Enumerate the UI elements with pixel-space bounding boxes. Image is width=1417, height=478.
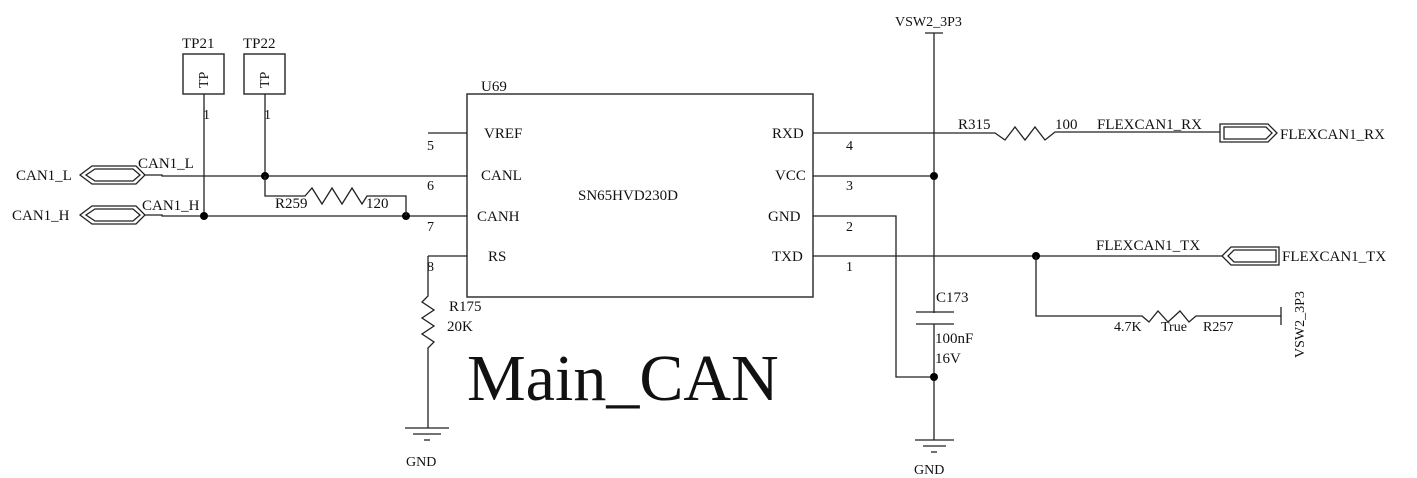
port-tx-outer bbox=[1221, 246, 1280, 266]
tp22-ref: TP22 bbox=[243, 36, 276, 52]
port-can1-h-label: CAN1_H bbox=[12, 208, 70, 224]
resistor-r315[interactable]: R315 100 bbox=[813, 117, 1220, 142]
power-vsw2-3p3-top: VSW2_3P3 bbox=[895, 15, 962, 440]
ic-part: SN65HVD230D bbox=[578, 188, 678, 204]
port-tx-inner bbox=[1227, 249, 1277, 263]
resistor-r257[interactable]: 4.7K True R257 bbox=[1035, 256, 1281, 335]
r257-body bbox=[1035, 256, 1281, 323]
sheet-title: Main_CAN bbox=[467, 342, 779, 415]
r315-ref: R315 bbox=[958, 117, 991, 133]
port-flexcan1-rx[interactable]: FLEXCAN1_RX bbox=[1219, 123, 1385, 143]
pin-num-3: 3 bbox=[846, 179, 853, 194]
r175-body bbox=[420, 256, 436, 428]
ic-ref: U69 bbox=[481, 79, 507, 95]
port-can1-h-inner bbox=[84, 208, 141, 222]
port-rx-outer bbox=[1219, 123, 1278, 143]
net-label-can1-h: CAN1_H bbox=[142, 198, 200, 214]
port-rx-label: FLEXCAN1_RX bbox=[1280, 127, 1385, 143]
pin-num-2: 2 bbox=[846, 220, 853, 235]
port-rx-inner bbox=[1223, 126, 1273, 140]
capacitor-c173[interactable]: C173 100nF 16V bbox=[916, 290, 973, 367]
tp21-ref: TP21 bbox=[182, 36, 215, 52]
pin-name-canl: CANL bbox=[481, 168, 522, 184]
pin-num-4: 4 bbox=[846, 139, 853, 154]
gnd-symbol-left: GND bbox=[405, 427, 449, 470]
power-vsw2-3p3-right: VSW2_3P3 bbox=[1280, 291, 1308, 358]
ic-u69[interactable]: U69 SN65HVD230D VREF CANL CANH RS 5 6 7 … bbox=[427, 79, 853, 298]
net-label-flexcan1-tx: FLEXCAN1_TX bbox=[1096, 238, 1200, 254]
r257-extra: True bbox=[1161, 320, 1187, 335]
r315-value: 100 bbox=[1055, 117, 1078, 133]
pin-num-1: 1 bbox=[846, 260, 853, 275]
r259-value: 120 bbox=[366, 196, 389, 212]
r175-ref: R175 bbox=[449, 299, 482, 315]
pin-name-vcc: VCC bbox=[775, 168, 806, 184]
r175-value: 20K bbox=[447, 319, 473, 335]
tp21-pin: 1 bbox=[203, 108, 210, 123]
junction-canh-tp bbox=[200, 212, 208, 220]
wire-canl bbox=[145, 174, 467, 177]
resistor-r175[interactable]: R175 20K bbox=[420, 256, 482, 428]
junction-vcc bbox=[930, 172, 938, 180]
tp22-pin: 1 bbox=[264, 108, 271, 123]
c173-voltage: 16V bbox=[935, 351, 961, 367]
net-label-flexcan1-rx: FLEXCAN1_RX bbox=[1097, 117, 1202, 133]
tp22-label: TP bbox=[258, 71, 273, 88]
port-can1-l[interactable]: CAN1_L bbox=[16, 165, 146, 185]
pin-name-vref: VREF bbox=[484, 126, 522, 142]
pin-name-rs: RS bbox=[488, 249, 506, 265]
vcc-right-label: VSW2_3P3 bbox=[1293, 291, 1308, 358]
r257-value: 4.7K bbox=[1114, 320, 1142, 335]
pin-name-canh: CANH bbox=[477, 209, 520, 225]
pin-name-gnd: GND bbox=[768, 209, 801, 225]
ic-body bbox=[466, 93, 814, 298]
r315-body bbox=[813, 125, 1220, 142]
pin-num-7: 7 bbox=[427, 220, 434, 235]
vcc-top-label: VSW2_3P3 bbox=[895, 15, 962, 30]
wire-gnd bbox=[813, 215, 934, 378]
r259-body bbox=[264, 176, 407, 216]
gnd-right-label: GND bbox=[914, 463, 944, 478]
pin-name-rxd: RXD bbox=[772, 126, 804, 142]
pin-num-8: 8 bbox=[427, 260, 434, 275]
net-label-can1-l: CAN1_L bbox=[138, 156, 194, 172]
cap-gap bbox=[926, 313, 942, 324]
port-can1-l-label: CAN1_L bbox=[16, 168, 72, 184]
pin-num-5: 5 bbox=[427, 139, 434, 154]
r257-ref: R257 bbox=[1203, 320, 1233, 335]
port-can1-l-inner bbox=[84, 168, 141, 182]
pin-num-6: 6 bbox=[427, 179, 434, 194]
c173-ref: C173 bbox=[936, 290, 969, 306]
port-tx-label: FLEXCAN1_TX bbox=[1282, 249, 1386, 265]
tp21-label: TP bbox=[197, 71, 212, 88]
gnd-left-label: GND bbox=[406, 455, 436, 470]
gnd-symbol-right: GND bbox=[914, 439, 954, 478]
resistor-r259[interactable]: R259 120 bbox=[264, 176, 407, 216]
port-can1-h[interactable]: CAN1_H bbox=[12, 205, 146, 225]
wire-canh bbox=[145, 214, 467, 217]
r259-ref: R259 bbox=[275, 196, 308, 212]
c173-value: 100nF bbox=[935, 331, 973, 347]
pin-name-txd: TXD bbox=[772, 249, 803, 265]
test-point-tp22[interactable]: TP22 TP 1 bbox=[243, 36, 286, 175]
port-flexcan1-tx[interactable]: FLEXCAN1_TX bbox=[1221, 246, 1386, 266]
junction-gnd bbox=[930, 373, 938, 381]
test-point-tp21[interactable]: TP21 TP 1 bbox=[182, 36, 225, 215]
